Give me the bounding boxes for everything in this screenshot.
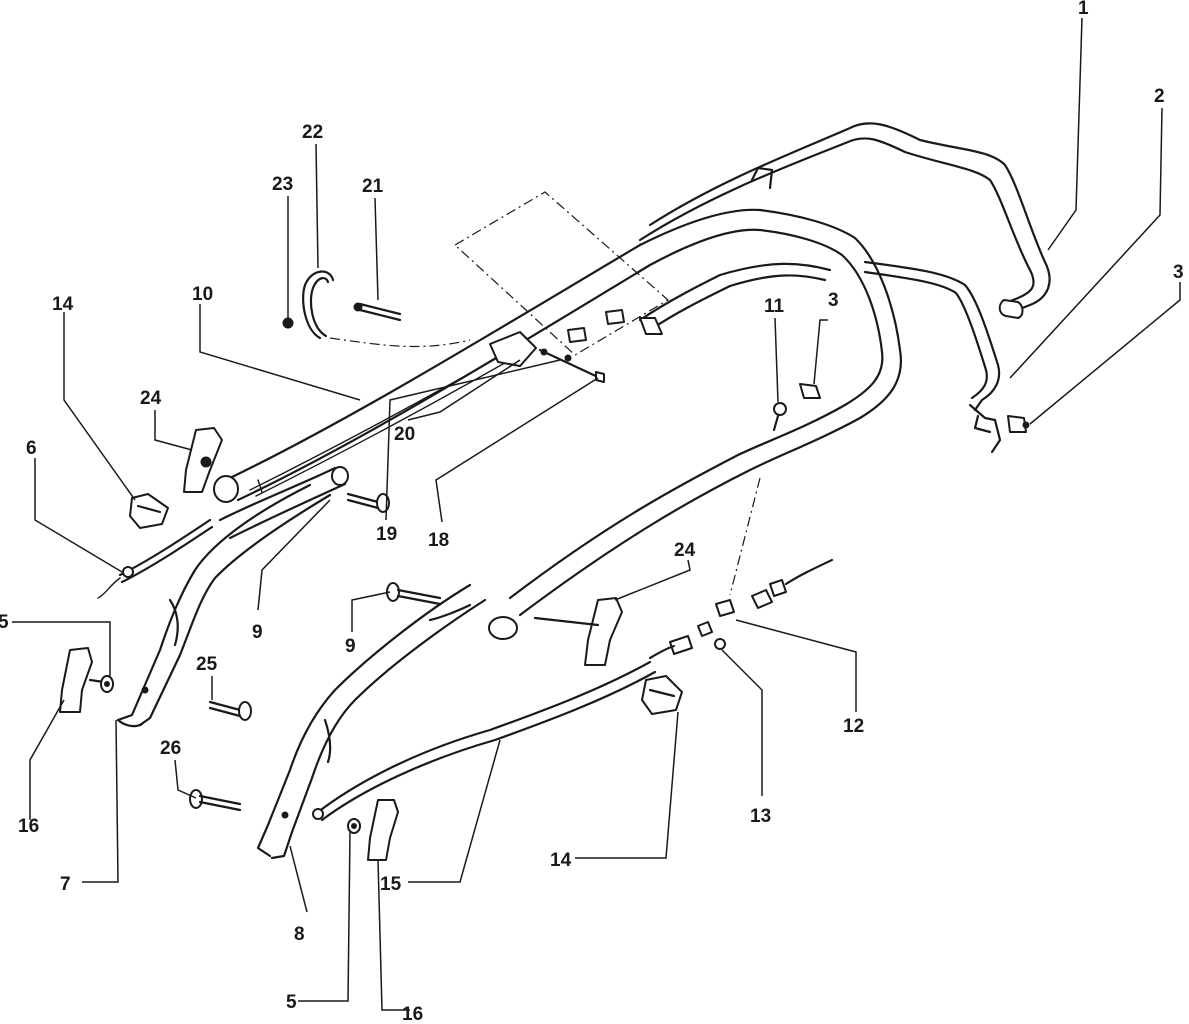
cable-clip-left [129,493,169,529]
screw-11 [772,402,787,432]
callout-13: 13 [750,806,771,827]
callout-24-left: 24 [140,388,162,409]
bolt-9-upper [346,492,390,513]
callout-24-right: 24 [674,540,696,561]
clamp-knob-right [533,597,623,666]
callout-23: 23 [272,174,293,195]
assembly-reference-line-right [729,477,761,596]
callout-2: 2 [1154,86,1165,107]
wing-knob-left [59,647,106,713]
assembly-reference-line-cable [329,337,471,348]
callout-15: 15 [380,874,402,895]
control-cable [312,660,657,822]
callout-14-left: 14 [52,294,74,315]
callout-3-right: 3 [1173,262,1184,283]
clamp-knob-left [183,427,223,493]
callout-25: 25 [196,654,218,675]
right-lower-bracket [256,583,487,860]
callout-10: 10 [192,284,213,305]
upper-handle-bar [638,122,1051,319]
nut-13 [714,638,726,650]
end-cap-middle [799,383,821,399]
callout-19: 19 [376,524,397,545]
cable-guide-bar [863,260,1002,454]
callout-16-left: 16 [18,816,39,837]
bolt-26 [189,789,242,812]
assembly-reference-line-upper [453,191,670,356]
bolt-25 [208,700,252,721]
callout-8: 8 [294,924,305,945]
callout-26: 26 [160,738,181,759]
leader-lines [12,17,1181,1011]
bolt-21 [353,302,402,322]
callout-7: 7 [60,874,71,895]
left-lower-bracket [116,483,332,728]
callout-11: 11 [764,296,785,317]
callout-6: 6 [26,438,37,459]
callout-18: 18 [428,530,449,551]
left-upper-tube [213,243,652,503]
washer-right [347,818,361,834]
callout-20: 20 [394,424,415,445]
callout-21: 21 [362,176,384,197]
cable-bracket-assembly [489,309,625,383]
spring-hook-22 [302,270,335,340]
bolt-9-lower [386,582,442,606]
callout-12: 12 [843,716,864,737]
wing-knob-right [367,799,399,861]
upper-cable [249,344,525,497]
throttle-cable-left [97,518,214,599]
cable-adjuster-12 [648,558,834,660]
callout-9-upper: 9 [252,622,263,643]
callout-5-bottom: 5 [286,992,297,1013]
cable-clip-right [641,675,683,715]
callout-22: 22 [302,122,323,143]
nut-23 [282,317,294,329]
callout-9-lower: 9 [345,636,356,657]
end-cap-right [1007,415,1030,433]
callout-5-left: 5 [0,612,9,633]
main-handle-frame [488,208,903,640]
callout-16-bottom: 16 [402,1004,423,1024]
washer-left [100,675,114,693]
callout-1: 1 [1078,0,1089,19]
callout-3-middle: 3 [828,290,839,311]
short-connector-tube [218,466,349,540]
callout-14-right: 14 [550,850,572,871]
